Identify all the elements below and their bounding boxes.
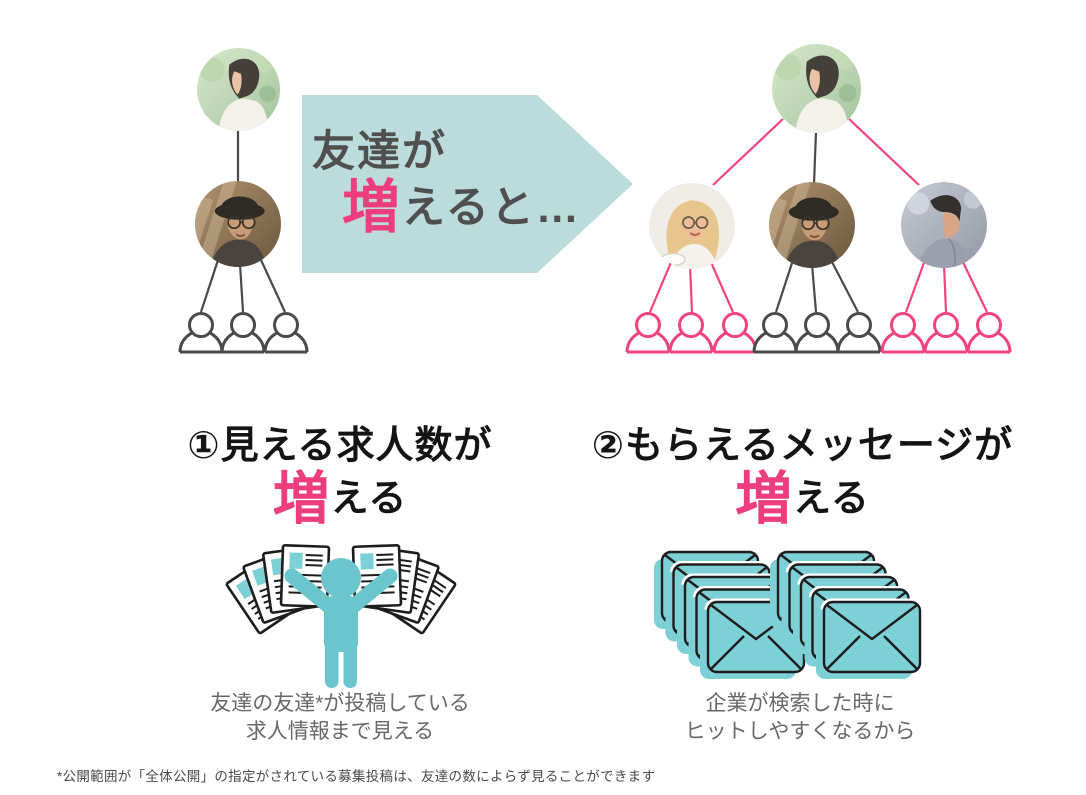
avatar-friend-after-3: [901, 182, 987, 268]
avatar-friend-after-1: [649, 183, 735, 269]
section2-heading-rest: える: [793, 478, 870, 521]
person-icon: [178, 312, 224, 354]
avatar-user-before: [197, 48, 280, 131]
person-icon: [263, 312, 309, 354]
section1-caption: 友達の友達*が投稿している 求人情報まで見える: [140, 690, 540, 745]
section1-heading-rest: える: [330, 478, 408, 521]
section1-heading-line2: 増える: [140, 466, 540, 531]
friend-of-friend-icons-after-pink-right: [880, 312, 1012, 354]
friend-of-friend-icons-before: [178, 312, 309, 354]
teal-person-figure: [284, 558, 398, 688]
envelope-stacks-illustration: [652, 547, 925, 681]
person-with-documents-illustration: [224, 543, 458, 688]
arrow-highlight-char: 増: [342, 175, 403, 240]
section2-highlight-char: 増: [735, 466, 794, 531]
section1-caption-line2: 求人情報まで見える: [245, 719, 435, 743]
section2-caption: 企業が検索した時に ヒットしやすくなるから: [565, 690, 1035, 745]
section2-heading-line2: 増える: [565, 466, 1040, 531]
friend-of-friend-icons-after-pink-left: [625, 312, 758, 354]
friend-of-friend-icons-after-dark: [752, 312, 882, 354]
person-icon: [966, 312, 1012, 354]
person-icon: [668, 312, 714, 354]
arrow-line2-rest: えると…: [402, 183, 581, 232]
person-icon: [712, 312, 758, 354]
section1-highlight-char: 増: [272, 466, 331, 531]
network-before: [178, 128, 309, 354]
person-icon: [794, 312, 840, 354]
person-icon: [836, 312, 882, 354]
section2-heading-line1: ②もらえるメッセージが: [591, 425, 1014, 467]
network-after-lines-pink: [648, 118, 988, 313]
avatar-friend-after-2: [769, 182, 855, 268]
person-icon: [220, 312, 266, 354]
section2-caption-line1: 企業が検索した時に: [705, 692, 895, 715]
person-icon: [923, 312, 969, 354]
avatar-friend-before: [195, 181, 281, 267]
network-before-lines: [199, 128, 286, 313]
network-after-lines-dark: [774, 131, 859, 313]
arrow-banner-line2: 増えると…: [342, 179, 581, 237]
section2-caption-line2: ヒットしやすくなるから: [684, 719, 916, 743]
section1-heading: ①見える求人数が 増える: [140, 424, 540, 528]
section1-heading-line1: ①見える求人数が: [187, 425, 493, 467]
person-icon: [625, 312, 671, 354]
person-icon: [752, 312, 798, 354]
section2-heading: ②もらえるメッセージが 増える: [565, 424, 1040, 528]
person-icon: [880, 312, 926, 354]
avatar-user-after: [772, 44, 861, 133]
envelope-icon: [814, 597, 925, 681]
arrow-banner-line1: 友達が: [312, 128, 447, 176]
section1-caption-line1: 友達の友達*が投稿している: [210, 692, 470, 715]
footnote: *公開範囲が「全体公開」の指定がされている募集投稿は、友達の数によらず見ることが…: [57, 769, 656, 784]
network-after: [625, 118, 1012, 354]
